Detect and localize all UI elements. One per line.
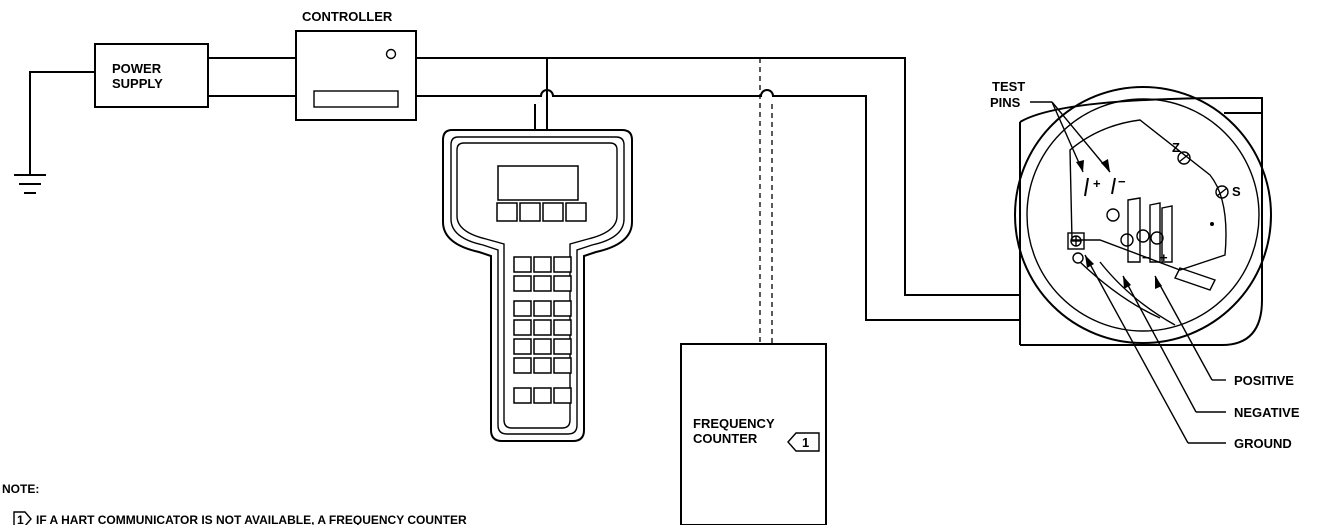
test-pin-minus: − [1118, 174, 1126, 189]
terminal-minus: − [1142, 250, 1150, 265]
note-flag-number: 1 [802, 435, 809, 450]
note: NOTE: 1 IF A HART COMMUNICATOR IS NOT AV… [2, 482, 467, 525]
frequency-counter-label-line1: FREQUENCY [693, 416, 775, 431]
note-marker-number: 1 [17, 513, 24, 525]
communicator-display [497, 165, 579, 201]
note-flag-1: 1 [787, 432, 820, 452]
note-heading: NOTE: [2, 482, 39, 496]
test-pin-plus: + [1093, 176, 1101, 191]
negative-label: NEGATIVE [1234, 405, 1300, 420]
ground-label: GROUND [1234, 436, 1292, 451]
frequency-counter-label-line2: COUNTER [693, 431, 758, 446]
controller-label: CONTROLLER [302, 9, 393, 24]
test-pins-label-line2: PINS [990, 95, 1021, 110]
power-supply-label-line1: POWER [112, 61, 162, 76]
positive-label: POSITIVE [1234, 373, 1294, 388]
terminal-callouts: POSITIVE NEGATIVE GROUND [1084, 254, 1300, 451]
power-supply-label-line2: SUPPLY [112, 76, 163, 91]
ground-symbol [14, 71, 95, 194]
loop-wiring [416, 57, 1020, 344]
controller: CONTROLLER [295, 9, 417, 121]
power-supply: POWER SUPPLY [94, 43, 209, 108]
note-text: IF A HART COMMUNICATOR IS NOT AVAILABLE,… [36, 513, 467, 525]
transmitter: Z S + − − + [1014, 86, 1272, 346]
zero-mark: Z [1172, 140, 1180, 155]
hart-communicator [442, 129, 633, 442]
test-pins-callout: TEST PINS [990, 79, 1111, 173]
terminal-plus: + [1160, 250, 1168, 265]
frequency-counter: FREQUENCY COUNTER 1 [680, 343, 827, 525]
test-pins-label-line1: TEST [992, 79, 1025, 94]
span-mark: S [1232, 184, 1241, 199]
note-marker: 1 [13, 511, 32, 525]
